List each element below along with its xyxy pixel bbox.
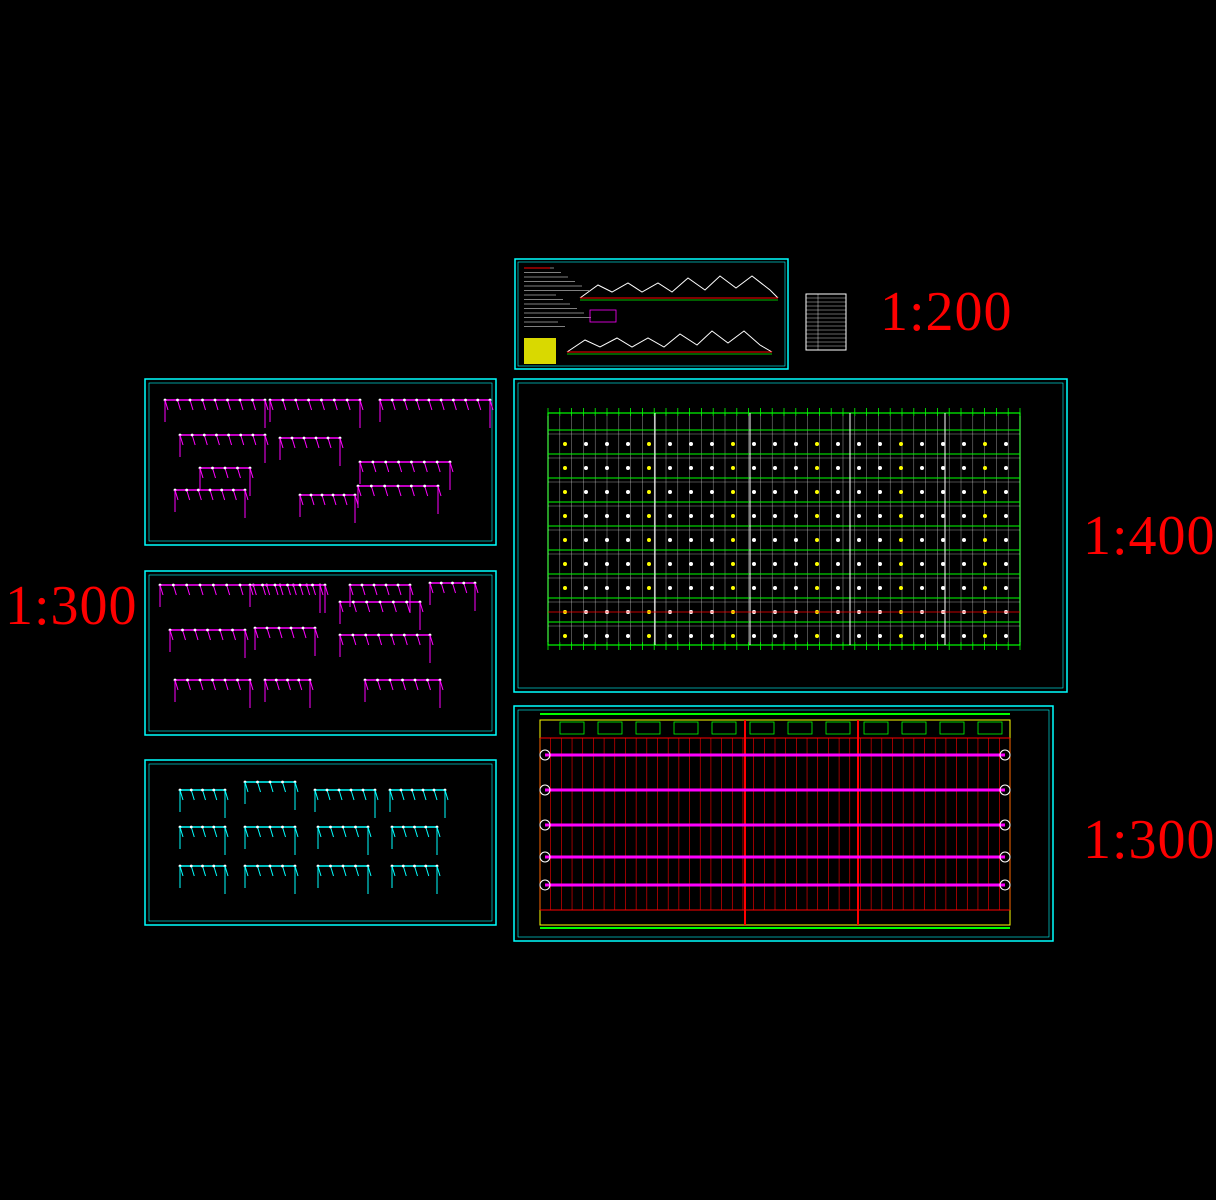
sheet-floor-plan-1 — [513, 378, 1068, 693]
sheet-section-notes — [514, 258, 789, 370]
section-profile-1 — [579, 275, 779, 299]
sheet-pipe-system-3 — [144, 759, 497, 926]
scale-label-1-200: 1:200 — [880, 281, 1013, 343]
sheet-pipe-system-2 — [144, 570, 497, 736]
notes-text-block — [524, 267, 591, 327]
drawing-list-table — [805, 293, 847, 351]
legend-table — [524, 338, 556, 364]
scale-label-1-400: 1:400 — [1083, 505, 1216, 567]
detail-box — [589, 309, 617, 323]
sheet-pipe-system-1 — [144, 378, 497, 546]
scale-label-1-300-right: 1:300 — [1083, 809, 1216, 871]
sheet-floor-plan-2 — [513, 705, 1054, 942]
section-profile-2 — [566, 330, 773, 353]
scale-label-1-300-left: 1:300 — [5, 575, 138, 637]
